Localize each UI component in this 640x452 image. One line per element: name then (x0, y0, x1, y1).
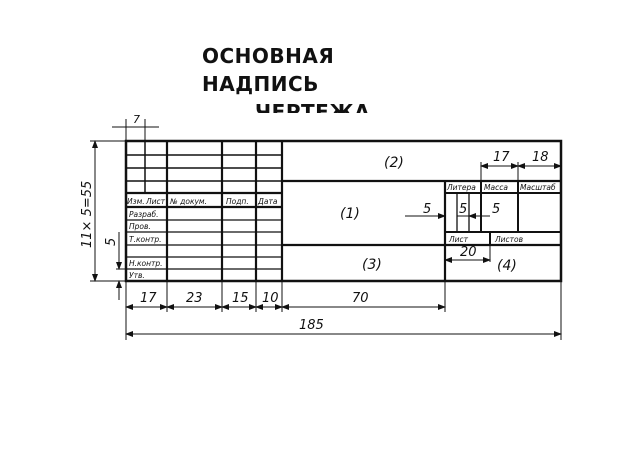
dim-bottom-chain: 17 23 15 10 70 185 (125, 281, 562, 340)
header-listov: Листов (494, 235, 523, 244)
dim-17-label: 17 (493, 150, 510, 165)
row-prov: Пров. (129, 222, 151, 231)
dim-5c-label: 5 (492, 202, 500, 217)
dim-5-row-label: 5 (104, 238, 119, 246)
title-line-2: НАДПИСЬ (202, 72, 319, 96)
dim-b185-label: 185 (299, 318, 324, 333)
field-1: (1) (340, 206, 360, 222)
header-list-right: Лист (448, 235, 469, 244)
left-table-rows-upper (126, 154, 282, 209)
title-line-3: ЧЕРТЕЖА (255, 100, 371, 113)
dim-5b-label: 5 (459, 202, 467, 217)
dim-5a-label: 5 (423, 202, 431, 217)
row-utv: Утв. (129, 271, 145, 280)
row-nkontr: Н.контр. (129, 259, 163, 268)
field-3: (3) (362, 257, 382, 273)
dim-18-label: 18 (532, 150, 549, 165)
left-table-rows-lower (126, 219, 282, 270)
dim-b17-label: 17 (140, 291, 157, 306)
dim-11x5-label: 11× 5=55 (80, 181, 95, 248)
dim-b70-label: 70 (352, 291, 369, 306)
row-razrab: Разраб. (129, 210, 158, 219)
frame-outer (124, 139, 563, 283)
title-line-1: ОСНОВНАЯ (202, 44, 335, 68)
dim-7: 7 (112, 113, 159, 141)
header-data: Дата (257, 197, 278, 206)
dim-5-row: 5 (104, 232, 126, 300)
dim-b10-label: 10 (262, 291, 279, 306)
dim-20-label: 20 (460, 245, 477, 260)
header-podp: Подп. (226, 197, 249, 206)
right-block-lines (445, 181, 561, 245)
dim-b15-label: 15 (232, 291, 249, 306)
header-list: Лист (145, 197, 166, 206)
dim-7-label: 7 (133, 113, 140, 126)
left-table-verticals (144, 141, 284, 281)
dim-5-litera: 5 5 5 (405, 202, 500, 219)
row-tkontr: Т.контр. (129, 235, 162, 244)
field-2: (2) (384, 155, 404, 171)
header-masshtab: Масштаб (520, 183, 556, 192)
field-4: (4) (497, 258, 517, 274)
dim-17-18-top: 17 18 (480, 141, 562, 181)
dim-b23-label: 23 (186, 291, 203, 306)
dim-11x5: 11× 5=55 (80, 140, 126, 282)
header-massa: Масса (484, 183, 508, 192)
header-litera: Литера (446, 183, 476, 192)
header-izm: Изм. (127, 197, 145, 206)
dim-20: 20 (444, 245, 491, 263)
header-doc-no: № докум. (169, 197, 207, 206)
